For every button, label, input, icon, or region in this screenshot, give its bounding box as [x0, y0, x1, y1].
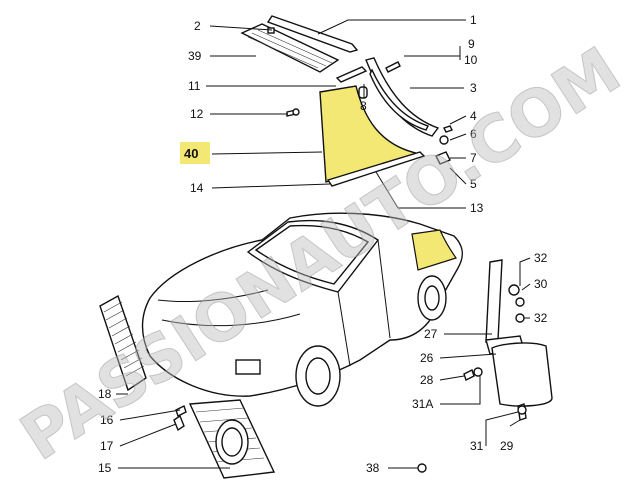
part-mudflap: [491, 342, 553, 407]
part-headlight-grille: [188, 399, 276, 479]
part-screw-12: [286, 108, 300, 117]
callout-2: 2: [194, 19, 201, 33]
callout-40: 40: [184, 146, 198, 161]
callout-11: 11: [188, 79, 201, 93]
callout-14: 14: [190, 181, 204, 195]
callout-13: 13: [470, 201, 484, 215]
callout-30: 30: [534, 277, 548, 291]
callout-18: 18: [98, 387, 112, 401]
part-roof-seal: [266, 15, 359, 53]
callout-4: 4: [470, 109, 477, 123]
part-pillar-trim: [365, 57, 440, 137]
callout-38: 38: [366, 461, 380, 475]
callout-10: 10: [464, 53, 478, 67]
callout-16: 16: [100, 413, 114, 427]
callout-39: 39: [188, 49, 202, 63]
callout-29: 29: [500, 439, 514, 453]
callout-3: 3: [470, 81, 477, 95]
part-roof-panel: [240, 23, 340, 73]
callout-17: 17: [100, 439, 114, 453]
callout-26: 26: [420, 351, 434, 365]
part-washer-38: [417, 463, 427, 473]
part-lower-strip: [326, 151, 426, 187]
callout-labels: 1 2 39 9 10 11 3 8 12 4 6 40 7 14 5 13 3…: [98, 13, 548, 475]
callout-28: 28: [420, 373, 434, 387]
part-screw-16: [175, 405, 187, 417]
part-screw-9-10: [385, 61, 401, 73]
callout-32-top: 32: [534, 251, 548, 265]
callout-31: 31: [470, 439, 484, 453]
callout-9: 9: [468, 37, 475, 51]
part-mudflap-fasteners: [463, 284, 527, 421]
leader-lines: [116, 19, 531, 469]
callout-12: 12: [190, 107, 204, 121]
callout-31A: 31A: [412, 397, 433, 411]
part-small-seal: [335, 66, 368, 83]
part-screw-17: [173, 414, 185, 432]
callout-6: 6: [470, 127, 477, 141]
car-body: [141, 212, 464, 407]
part-mudflap-bracket: [485, 259, 525, 355]
callout-7: 7: [470, 151, 477, 165]
callout-32-bottom: 32: [534, 311, 548, 325]
callout-5: 5: [470, 177, 477, 191]
callout-8: 8: [360, 99, 367, 113]
part-fasteners: [435, 125, 453, 165]
part-plug: [358, 86, 368, 99]
callout-27: 27: [424, 327, 438, 341]
callout-15: 15: [98, 461, 112, 475]
callout-40-highlight: [180, 142, 210, 164]
part-front-grille-left: [99, 294, 147, 392]
callout-1: 1: [470, 13, 477, 27]
